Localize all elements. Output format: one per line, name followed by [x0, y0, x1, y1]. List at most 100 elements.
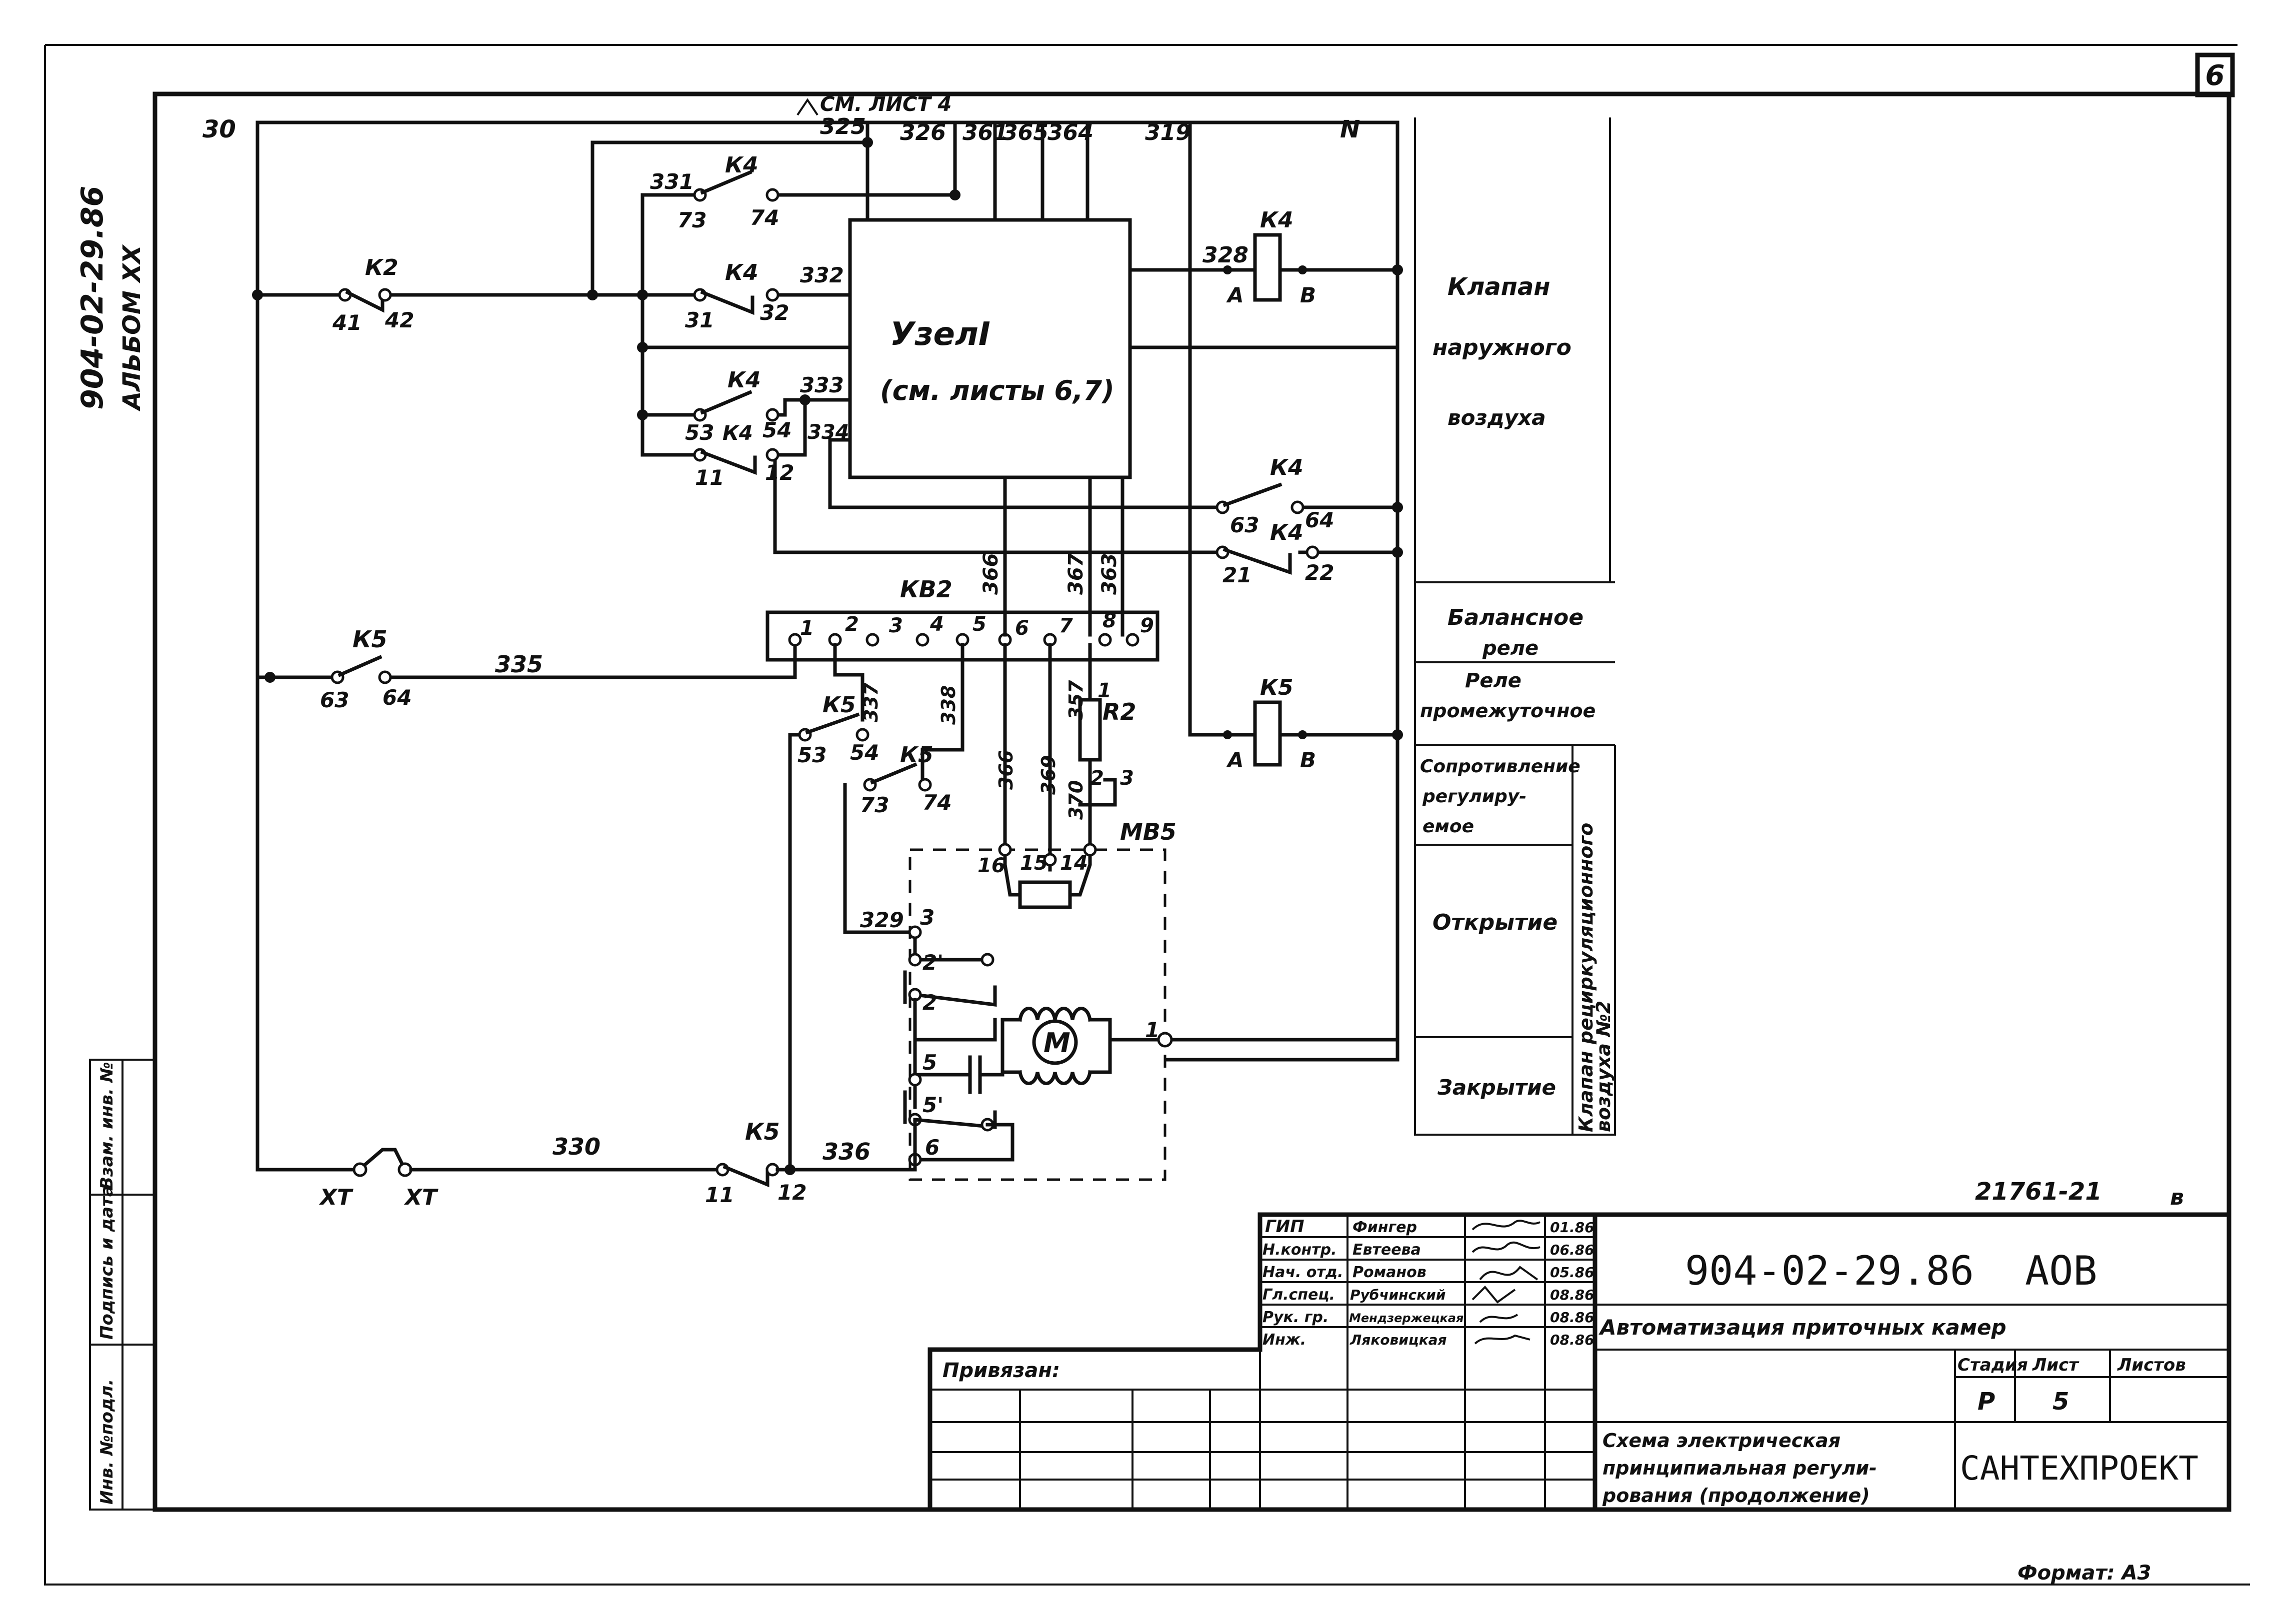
rail-left-label: 30	[202, 115, 236, 143]
resistor-r2: R2 1 2 3 357 366 369 370	[995, 643, 1136, 852]
date-4: 08.86	[1550, 1309, 1594, 1326]
bus-wire-326: 326	[900, 120, 946, 145]
k2-label: К2	[365, 255, 398, 280]
k4e-right: 64	[1305, 508, 1334, 532]
kb2-pin-5: 5	[972, 613, 986, 636]
stage-header: Стадия	[1958, 1355, 2028, 1375]
sheet-title-line3: рования (продолжение)	[1602, 1485, 1870, 1507]
k5c-right: 74	[922, 790, 952, 815]
title-dates: 01.86 06.86 05.86 08.86 08.86 08.86	[1550, 1219, 1594, 1348]
legend-table: Клапан наружного воздуха Балансное реле …	[1414, 117, 1616, 1136]
sheet-header: Лист	[2032, 1355, 2080, 1375]
legend-inter-line1: Реле	[1465, 669, 1522, 692]
mb5-pin-5: 5	[922, 1050, 937, 1075]
mb5-pin-2: 2	[922, 990, 937, 1015]
wire-335: 335	[495, 651, 543, 678]
mb5-pin-1: 1	[1145, 1018, 1160, 1042]
node-to-kb2-wires: 366 367 363	[980, 475, 1124, 637]
doc-code-suffix: АОВ	[2025, 1248, 2098, 1294]
coil-k5: К5 А В	[1188, 675, 1403, 772]
doc-number-suffix: в	[2170, 1185, 2184, 1210]
wire-334: 334	[808, 421, 850, 444]
date-3: 08.86	[1550, 1287, 1594, 1303]
sheet-corner-number: 6	[2206, 59, 2225, 92]
sheet-frame: 6	[44, 44, 2250, 1586]
xt-left: ХТ	[318, 1185, 354, 1210]
k4b-label: К4	[725, 260, 758, 285]
k4f-right: 22	[1305, 560, 1334, 585]
mb5-pin-16: 16	[978, 854, 1006, 877]
node-block-uzel: УзелI (см. листы 6,7)	[848, 218, 1132, 479]
title-block: 21761-21 в ГИП Н.контр. Нач. отд.	[928, 1178, 2229, 1585]
mb5-pin-2prime: 2'	[922, 950, 944, 975]
k4d-left: 11	[695, 465, 724, 490]
contact-k5-73-74: К5 73 74	[860, 742, 952, 817]
side-album: АЛЬБОМ XX	[118, 244, 146, 412]
mb5-pin-3: 3	[920, 905, 934, 930]
contact-k2-41-42: К2 41 42	[332, 255, 414, 335]
kb2-pin-9: 9	[1140, 614, 1154, 637]
doc-number: 21761-21	[1975, 1178, 2102, 1206]
legend-valve-line3: воздуха	[1448, 405, 1546, 430]
wire-363: 363	[1098, 553, 1121, 595]
side-stamp: 904-02-29.86 АЛЬБОМ XX	[75, 186, 146, 412]
role-inzh: Инж.	[1262, 1331, 1306, 1349]
r2-pin-3: 3	[1120, 767, 1134, 790]
date-5: 08.86	[1550, 1332, 1594, 1348]
wire-332: 332	[800, 263, 844, 287]
mb5-pin-5prime: 5'	[922, 1093, 944, 1117]
legend-close: Закрытие	[1437, 1075, 1556, 1100]
name-romanov: Романов	[1352, 1264, 1426, 1281]
legend-open: Открытие	[1432, 910, 1558, 935]
k2-right: 42	[384, 308, 414, 332]
mb5-pin-14: 14	[1060, 852, 1088, 875]
role-gl-spec: Гл.спец.	[1262, 1286, 1335, 1304]
date-0: 01.86	[1550, 1219, 1594, 1236]
contact-k4-63-64: К4 63 64	[1216, 455, 1334, 537]
sheet-title-line2: принципиальная регули-	[1602, 1457, 1877, 1479]
wire-328: 328	[1202, 242, 1248, 268]
title-roles: ГИП Н.контр. Нач. отд. Гл.спец. Рук. гр.…	[1262, 1217, 1343, 1349]
k5a-label: К5	[352, 626, 388, 653]
ref-top-label: СМ. ЛИСТ 4	[820, 93, 952, 116]
sheet-title-line1: Схема электрическая	[1602, 1430, 1840, 1452]
kb2-pin-7: 7	[1059, 614, 1073, 637]
side-col-signature: Подпись и дата	[97, 1185, 117, 1340]
mb5-pin-6: 6	[925, 1135, 940, 1160]
contact-k4-11-12: К4 11 12	[693, 422, 794, 490]
kb2-pin-3: 3	[889, 614, 903, 637]
title-names: Фингер Евтеева Романов Рубчинский Мендзе…	[1349, 1219, 1464, 1348]
bottom-line: 330 ХТ ХТ 336 К5 11 12	[318, 1118, 917, 1210]
k4b-left: 31	[685, 308, 714, 332]
contact-k4-31-32: К4 31 32	[685, 260, 789, 332]
name-finger: Фингер	[1352, 1219, 1417, 1236]
k5d-right: 12	[778, 1180, 806, 1205]
motor-symbol: М	[1044, 1027, 1070, 1059]
actuator-mb5: МВ5 16 15 14 329 3 2' 2 М	[860, 818, 1400, 1181]
date-1: 06.86	[1550, 1242, 1594, 1258]
coil-k4-b: В	[1300, 283, 1316, 307]
role-nkontr: Н.контр.	[1262, 1241, 1336, 1259]
k4b-right: 32	[760, 300, 789, 325]
k4e-left: 63	[1230, 513, 1259, 537]
legend-recirc-line1: Клапан рециркуляционного	[1575, 823, 1597, 1132]
node-title: УзелI	[890, 316, 990, 353]
wire-330: 330	[552, 1133, 600, 1160]
sheets-header: Листов	[2117, 1355, 2186, 1375]
title-signatures	[1472, 1220, 1540, 1345]
k5-line: 335	[256, 643, 797, 683]
r2-pin-1: 1	[1098, 679, 1112, 702]
wire-357: 357	[1065, 680, 1087, 720]
k5d-label: К5	[745, 1118, 780, 1145]
coil-k4: 328 К4 А В	[1128, 207, 1403, 307]
k5d-left: 11	[705, 1183, 734, 1207]
left-logic-wiring: 331 332 333 334	[252, 137, 1403, 558]
contact-k4-21-22: К4 21 22	[1216, 520, 1334, 587]
mb5-label: МВ5	[1120, 818, 1176, 845]
legend-resist-line3: емое	[1422, 816, 1474, 837]
contact-k5-63-64: К5 63 64	[320, 626, 412, 712]
name-mendzerzhetskaya: Мендзержецкая	[1349, 1311, 1464, 1325]
r2-label: R2	[1102, 698, 1136, 725]
k4c-label: К4	[728, 367, 761, 393]
kb2-pin-2: 2	[845, 613, 859, 636]
